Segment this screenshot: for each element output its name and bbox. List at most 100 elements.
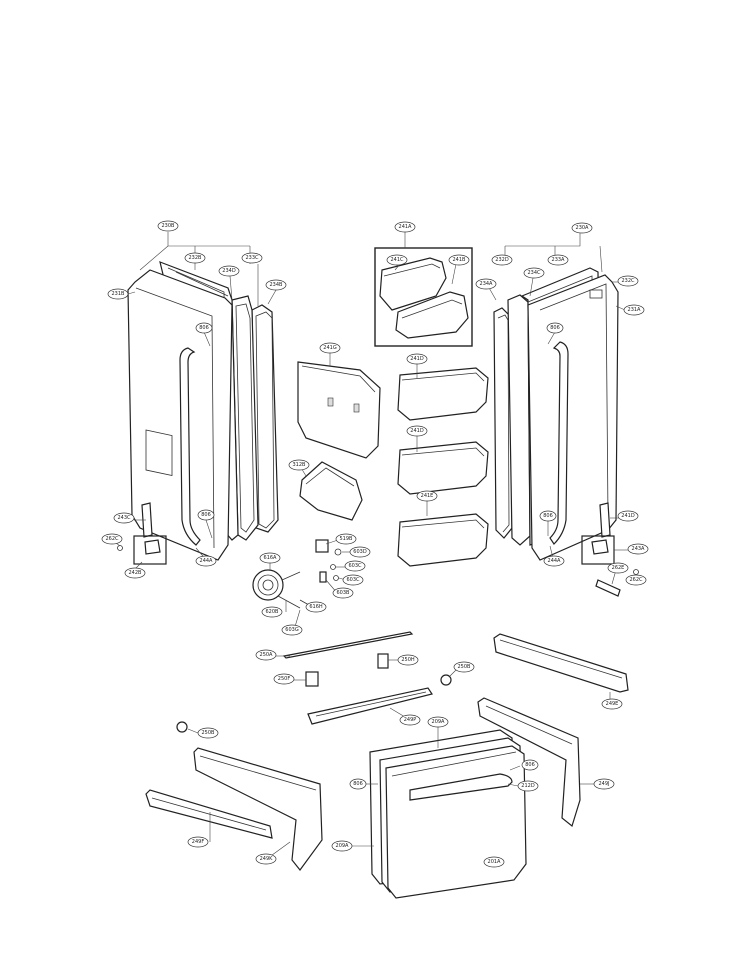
label-603C-b: 603C — [342, 574, 364, 586]
label-806-e: 806 — [539, 510, 557, 522]
svg-text:603D: 603D — [353, 549, 367, 555]
label-244A: 244A — [195, 555, 217, 567]
label-231A: 231A — [623, 304, 645, 316]
svg-text:243C: 243C — [117, 515, 131, 521]
label-603D: 603D — [349, 546, 371, 558]
svg-text:241A: 241A — [399, 224, 413, 230]
part-250h — [377, 653, 389, 669]
label-806-g: 806 — [521, 759, 539, 771]
label-249K: 249K — [255, 853, 277, 865]
label-806-a: 806 — [195, 322, 213, 334]
label-249E: 249E — [601, 698, 623, 710]
label-209A-b: 209A — [331, 840, 353, 852]
label-806-c: 806 — [546, 322, 564, 334]
label-616H: 616H — [305, 601, 327, 613]
drawer-rails — [145, 631, 629, 871]
label-241C: 241C — [386, 254, 408, 266]
label-201A: 201A — [483, 856, 505, 868]
svg-text:806: 806 — [353, 781, 363, 787]
label-234C: 234C — [523, 267, 545, 279]
svg-text:242B: 242B — [129, 570, 143, 576]
svg-text:209A: 209A — [336, 843, 350, 849]
label-230B: 230B — [157, 220, 179, 232]
bin-241g-clip-2 — [353, 403, 360, 413]
label-234A: 234A — [475, 278, 497, 290]
label-231B: 231B — [107, 288, 129, 300]
label-241G: 241G — [319, 342, 341, 354]
label-250F: 250F — [273, 673, 295, 685]
svg-text:243A: 243A — [632, 546, 646, 552]
rod-250a — [282, 631, 414, 659]
label-616A: 616A — [259, 552, 281, 564]
svg-text:249F: 249F — [192, 839, 205, 845]
svg-text:249J: 249J — [598, 781, 609, 787]
label-242B: 242B — [124, 567, 146, 579]
bin-241e — [397, 513, 489, 567]
svg-text:241C: 241C — [390, 257, 404, 263]
right-hinge-bracket — [599, 502, 611, 538]
label-209A: 209A — [427, 716, 449, 728]
svg-text:250B: 250B — [458, 664, 472, 670]
label-262E: 262E — [607, 562, 629, 574]
bin-241d-upper — [397, 367, 489, 421]
svg-text:231B: 231B — [112, 291, 126, 297]
label-249P: 249P — [399, 714, 421, 726]
label-241A: 241A — [394, 221, 416, 233]
part-603b — [319, 571, 327, 583]
label-212D: 212D — [517, 780, 539, 792]
svg-text:241D: 241D — [621, 513, 635, 519]
svg-text:230A: 230A — [576, 225, 590, 231]
svg-text:250B: 250B — [202, 730, 216, 736]
label-232C: 232C — [617, 275, 639, 287]
svg-text:201A: 201A — [488, 859, 502, 865]
svg-text:232C: 232C — [621, 278, 635, 284]
left-door-handle — [179, 347, 201, 546]
svg-text:519B: 519B — [340, 536, 354, 542]
svg-text:249K: 249K — [260, 856, 274, 862]
svg-text:250A: 250A — [260, 652, 274, 658]
svg-text:312B: 312B — [293, 462, 307, 468]
svg-text:249E: 249E — [606, 701, 619, 707]
label-243C: 243C — [113, 512, 135, 524]
right-door-handle — [549, 341, 569, 545]
label-312B: 312B — [288, 459, 310, 471]
dispenser-312b — [299, 461, 363, 521]
label-250B-r: 250B — [453, 661, 475, 673]
svg-text:230B: 230B — [162, 223, 176, 229]
right-door-outer-panel — [527, 274, 619, 561]
label-806-f: 806 — [349, 778, 367, 790]
bin-241g — [297, 361, 381, 459]
part-603ca — [333, 575, 339, 581]
bin-241b — [395, 291, 469, 339]
label-519B: 519B — [335, 533, 357, 545]
svg-text:806: 806 — [550, 325, 560, 331]
svg-text:262C: 262C — [105, 536, 119, 542]
label-806-d: 806 — [197, 509, 215, 521]
label-603G: 603G — [281, 624, 303, 636]
svg-text:231A: 231A — [628, 307, 642, 313]
svg-text:603G: 603G — [285, 627, 299, 633]
label-603B: 603B — [332, 587, 354, 599]
svg-text:620B: 620B — [266, 609, 280, 615]
svg-text:603B: 603B — [337, 590, 351, 596]
drawer-handle — [409, 773, 513, 801]
left-door-assembly — [127, 261, 279, 561]
right-door-logo — [589, 289, 603, 299]
label-249F: 249F — [187, 836, 209, 848]
svg-text:241D: 241D — [410, 428, 424, 434]
label-620B: 620B — [261, 606, 283, 618]
svg-text:241D: 241D — [410, 356, 424, 362]
svg-text:234C: 234C — [527, 270, 541, 276]
svg-text:232B: 232B — [189, 255, 203, 261]
svg-text:233C: 233C — [245, 255, 259, 261]
right-door-assembly — [493, 267, 619, 561]
label-230A: 230A — [571, 222, 593, 234]
svg-text:250F: 250F — [278, 676, 291, 682]
label-250H: 250H — [397, 654, 419, 666]
left-door-display-recess — [145, 429, 173, 477]
svg-text:212D: 212D — [521, 783, 535, 789]
part-603c — [330, 564, 336, 570]
small-parts — [117, 535, 639, 611]
label-241D-r: 241D — [617, 510, 639, 522]
